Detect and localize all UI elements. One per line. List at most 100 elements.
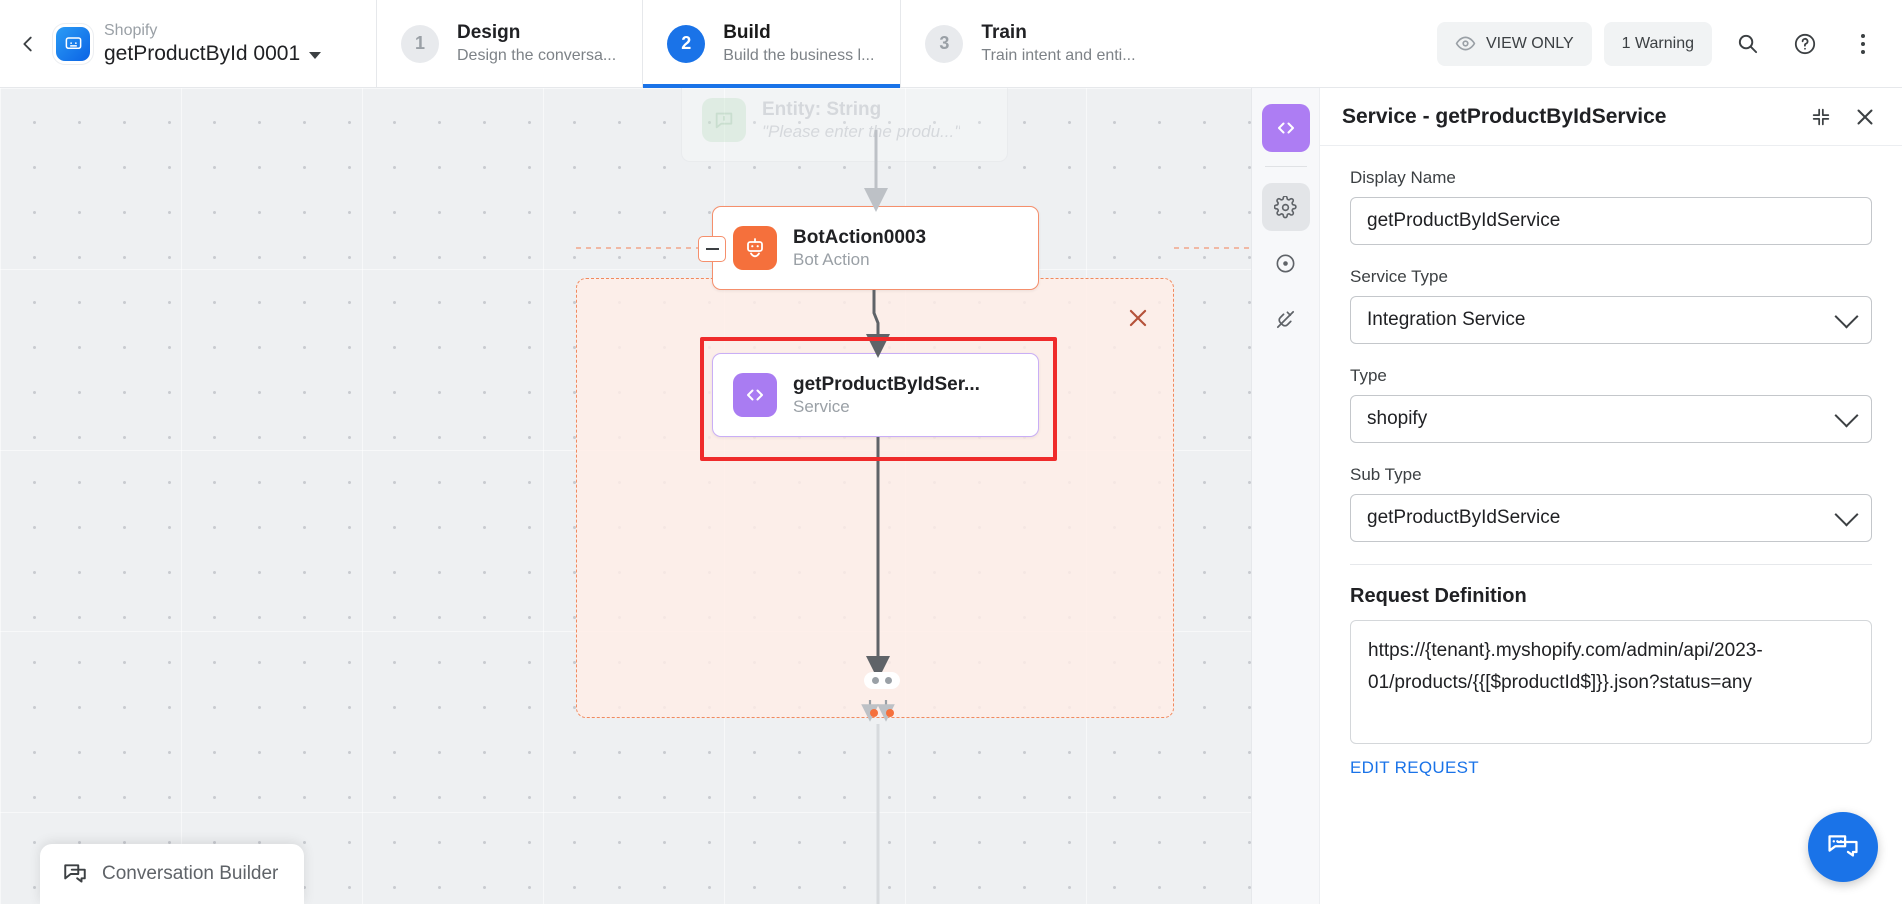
tab-train[interactable]: 3 Train Train intent and enti...	[900, 0, 1161, 87]
rail-button-code[interactable]	[1261, 104, 1310, 152]
tab-design[interactable]: 1 Design Design the conversa...	[376, 0, 642, 87]
tab-build-title: Build	[723, 22, 771, 43]
chevron-down-icon	[1834, 501, 1859, 527]
section-divider	[1350, 564, 1872, 565]
tab-design-number: 1	[401, 24, 439, 63]
close-icon	[1129, 309, 1147, 327]
flow-node-bot-action[interactable]: BotAction0003 Bot Action	[712, 206, 1039, 290]
display-name-input[interactable]: getProductByIdService	[1350, 197, 1872, 245]
topbar-spacer	[1162, 0, 1437, 87]
eye-icon	[1455, 36, 1476, 51]
panel-header: Service - getProductByIdService	[1320, 88, 1902, 146]
request-definition-value: https://{tenant}.myshopify.com/admin/api…	[1350, 620, 1872, 744]
tab-build-subtitle: Build the business l...	[723, 47, 875, 64]
help-circle-icon	[1794, 33, 1816, 54]
flow-node-entity-subtitle: "Please enter the produ..."	[762, 121, 961, 141]
bot-chat-logo-icon	[56, 26, 90, 61]
flow-node-entity[interactable]: Entity: String "Please enter the produ..…	[681, 88, 1008, 162]
kebab-menu-icon	[1861, 33, 1865, 54]
flow-node-service[interactable]: getProductByIdSer... Service	[712, 353, 1039, 437]
panel-close-button[interactable]	[1850, 102, 1880, 132]
close-icon	[1857, 109, 1873, 124]
view-only-badge[interactable]: VIEW ONLY	[1436, 21, 1592, 66]
back-button[interactable]	[0, 0, 56, 87]
help-button[interactable]	[1782, 21, 1828, 67]
tab-train-title: Train	[981, 22, 1027, 43]
topbar-actions: VIEW ONLY 1 Warning	[1436, 0, 1902, 87]
field-type: Type shopify	[1350, 366, 1872, 443]
request-definition-title: Request Definition	[1350, 585, 1527, 607]
sub-type-value: getProductByIdService	[1367, 507, 1561, 528]
code-brackets-icon	[733, 373, 777, 417]
flow-split-node[interactable]	[861, 672, 903, 717]
flow-node-collapse-button[interactable]	[698, 236, 726, 262]
warning-label: 1 Warning	[1621, 34, 1694, 52]
type-value: shopify	[1367, 408, 1428, 429]
panel-content[interactable]: Display Name getProductByIdService Servi…	[1320, 146, 1902, 904]
field-service-type-label: Service Type	[1350, 267, 1448, 286]
rail-divider	[1264, 166, 1307, 167]
chevron-left-icon	[23, 36, 32, 51]
chevron-down-icon[interactable]	[309, 51, 322, 59]
tab-design-subtitle: Design the conversa...	[457, 47, 617, 64]
collapse-inward-icon	[1812, 108, 1830, 125]
code-brackets-icon	[1277, 122, 1294, 134]
chat-bubbles-icon	[1828, 835, 1858, 857]
rail-button-settings[interactable]	[1261, 183, 1310, 231]
conversation-builder-icon	[64, 864, 86, 883]
conversation-builder-label: Conversation Builder	[102, 863, 279, 884]
rail-button-connection[interactable]	[1262, 295, 1310, 343]
gear-icon	[1274, 195, 1297, 218]
warning-badge[interactable]: 1 Warning	[1603, 21, 1712, 66]
tab-design-title: Design	[457, 22, 521, 43]
view-only-label: VIEW ONLY	[1485, 34, 1574, 52]
flow-node-entity-title: Entity: String	[762, 98, 882, 120]
flow-node-bot-action-title: BotAction0003	[793, 226, 927, 248]
panel-title: Service - getProductByIdService	[1342, 104, 1667, 128]
tab-train-subtitle: Train intent and enti...	[981, 47, 1136, 64]
minus-icon	[705, 247, 719, 251]
brand-title-text: getProductById 0001	[104, 41, 301, 65]
search-icon	[1738, 34, 1757, 54]
chevron-down-icon	[1834, 402, 1859, 428]
split-branch-dots	[870, 709, 894, 717]
tab-train-number: 3	[925, 24, 964, 63]
flow-canvas[interactable]: Entity: String "Please enter the produ..…	[0, 88, 1251, 904]
app-brand[interactable]: Shopify getProductById 0001	[56, 0, 376, 87]
more-options-button[interactable]	[1840, 21, 1886, 67]
region-close-button[interactable]	[1125, 305, 1151, 331]
flow-node-service-subtitle: Service	[793, 396, 850, 416]
brand-superlabel: Shopify	[104, 21, 158, 39]
sub-type-select[interactable]: getProductByIdService	[1350, 494, 1872, 542]
entity-message-icon	[702, 98, 746, 142]
brand-title[interactable]: getProductById 0001	[104, 41, 322, 67]
rail-button-target[interactable]	[1262, 239, 1310, 287]
service-properties-panel: Service - getProductByIdService	[1251, 88, 1902, 904]
tab-build[interactable]: 2 Build Build the business l...	[642, 0, 901, 88]
stage-tabs: 1 Design Design the conversa... 2 Build …	[376, 0, 1162, 88]
field-type-label: Type	[1350, 366, 1387, 385]
edit-request-link[interactable]: EDIT REQUEST	[1350, 758, 1479, 777]
panel-body: Service - getProductByIdService	[1320, 88, 1902, 904]
service-type-select[interactable]: Integration Service	[1350, 296, 1872, 344]
robot-icon	[733, 226, 777, 270]
flow-node-bot-action-subtitle: Bot Action	[793, 249, 870, 269]
tab-build-number: 2	[667, 24, 706, 63]
top-bar: Shopify getProductById 0001 1 Design Des…	[0, 0, 1902, 88]
conversation-builder-dock[interactable]: Conversation Builder	[40, 844, 305, 904]
type-select[interactable]: shopify	[1350, 395, 1872, 443]
service-type-value: Integration Service	[1367, 309, 1526, 330]
field-sub-type: Sub Type getProductByIdService	[1350, 465, 1872, 542]
split-handle[interactable]	[864, 672, 900, 689]
chevron-down-icon	[1834, 303, 1859, 329]
flow-edges	[576, 130, 1251, 904]
flow-node-service-title: getProductByIdSer...	[793, 373, 980, 395]
panel-collapse-button[interactable]	[1806, 102, 1836, 132]
plug-disconnected-icon	[1276, 310, 1295, 328]
field-sub-type-label: Sub Type	[1350, 465, 1422, 484]
search-button[interactable]	[1724, 21, 1770, 67]
field-display-name: Display Name getProductByIdService	[1350, 168, 1872, 245]
chat-widget-button[interactable]	[1808, 812, 1878, 882]
field-service-type: Service Type Integration Service	[1350, 267, 1872, 344]
